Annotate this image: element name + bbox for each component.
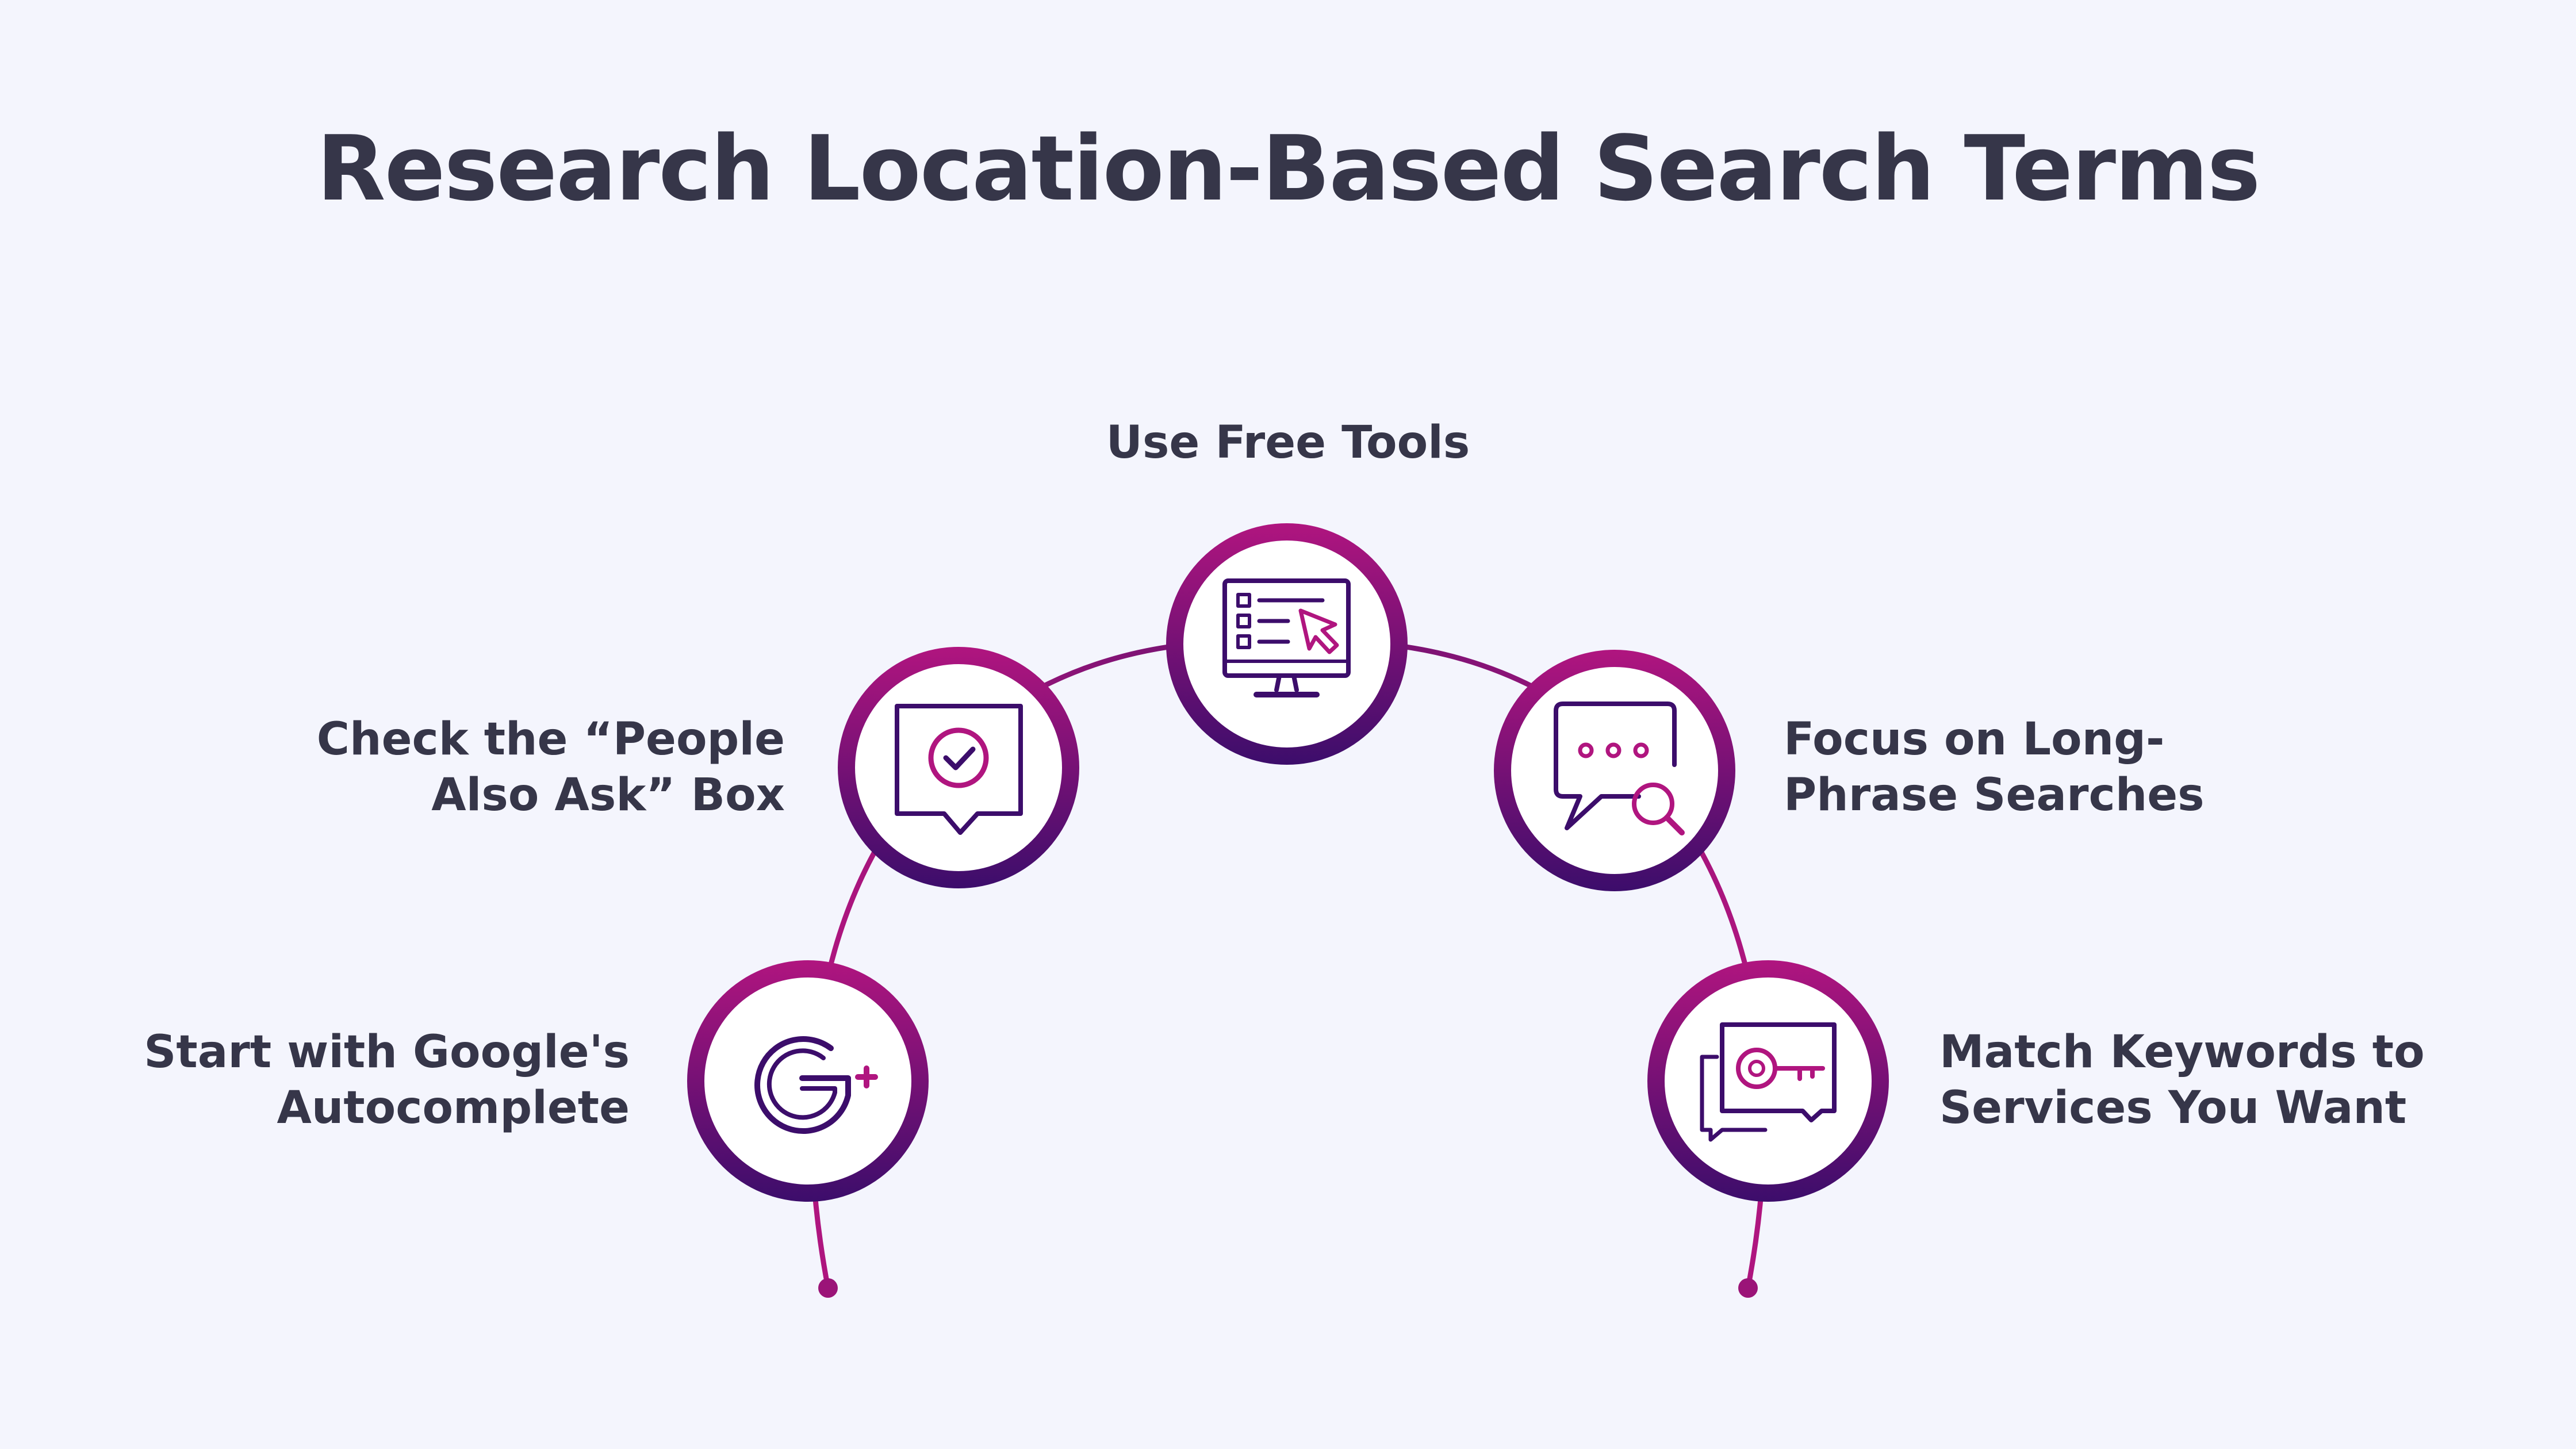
google-plus-icon bbox=[754, 1036, 878, 1134]
step-node-free-tools bbox=[1166, 523, 1408, 765]
page-title: Research Location-Based Search Terms bbox=[316, 116, 2261, 221]
step-node-google bbox=[687, 960, 929, 1202]
step-label-free-tools: Use Free Tools bbox=[1106, 417, 1470, 469]
step-label-people-also-ask: Check the “People Also Ask” Box bbox=[316, 714, 785, 821]
step-node-match-keywords bbox=[1647, 960, 1889, 1202]
step-node-long-phrase bbox=[1494, 650, 1735, 891]
chat-search-icon bbox=[1554, 702, 1685, 835]
arc-end-dot-left bbox=[818, 1278, 838, 1298]
step-label-long-phrase: Focus on Long- Phrase Searches bbox=[1784, 714, 2205, 821]
step-label-google: Start with Google's Autocomplete bbox=[144, 1026, 630, 1134]
step-label-match-keywords: Match Keywords to Services You Want bbox=[1939, 1026, 2425, 1134]
monitor-checklist-icon bbox=[1222, 578, 1351, 697]
arc-end-dot-right bbox=[1738, 1278, 1758, 1298]
key-chat-icon bbox=[1700, 1022, 1837, 1142]
step-node-people-also-ask bbox=[838, 647, 1079, 888]
speech-bubble-check-icon bbox=[895, 704, 1023, 835]
